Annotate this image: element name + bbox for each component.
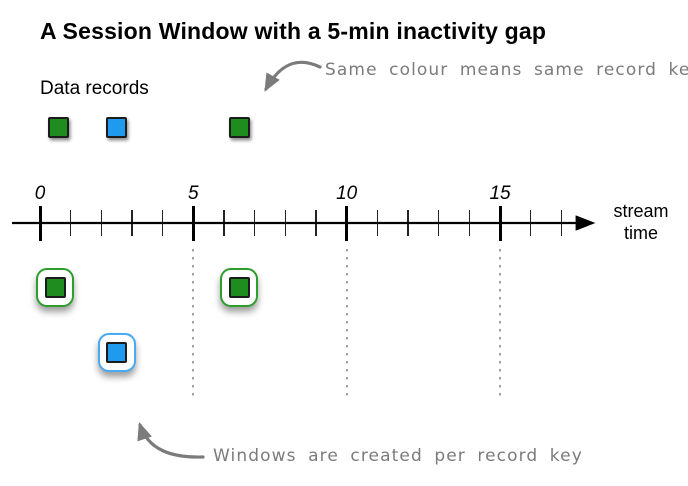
axis-minor-tick	[100, 210, 103, 236]
axis-minor-tick	[131, 210, 133, 236]
blue-record	[106, 342, 128, 363]
annotation-same-colour: Same colour means same record key	[325, 60, 688, 80]
axis-major-tick	[498, 206, 502, 241]
axis-tick-label-0: 0	[34, 183, 46, 204]
axis-minor-tick	[69, 210, 72, 236]
blue-record	[106, 117, 128, 138]
axis-caption-line2: time	[623, 222, 658, 243]
axis-minor-tick	[223, 210, 225, 236]
green-record	[228, 117, 250, 138]
axis-minor-tick	[468, 210, 471, 236]
axis-minor-tick	[376, 210, 379, 236]
axis-minor-tick	[529, 210, 532, 236]
axis-caption: stream time	[608, 201, 674, 244]
annotation-windows-per-key: Windows are created per record key	[213, 446, 583, 466]
axis-minor-tick	[407, 210, 409, 236]
axis-tick-label-15: 15	[489, 183, 511, 204]
green-session-window	[36, 268, 75, 307]
blue-session-window	[97, 333, 136, 372]
axis-minor-tick	[560, 210, 563, 236]
annotation-top-arrow	[264, 60, 322, 92]
axis-tick-label-5: 5	[188, 183, 199, 204]
axis-major-tick	[345, 206, 349, 241]
data-records-label: Data records	[40, 78, 149, 99]
dotted-gridline-5	[192, 249, 195, 397]
axis-minor-tick	[253, 210, 256, 236]
green-record	[44, 277, 66, 298]
green-record	[228, 277, 250, 298]
axis-minor-tick	[315, 210, 317, 236]
diagram-title: A Session Window with a 5-min inactivity…	[40, 18, 547, 44]
dotted-gridline-15	[499, 249, 502, 397]
axis-major-tick	[38, 206, 42, 241]
green-session-window	[220, 268, 259, 307]
dotted-gridline-10	[345, 249, 348, 397]
green-record	[47, 117, 69, 138]
axis-minor-tick	[437, 210, 440, 236]
axis-minor-tick	[161, 210, 164, 236]
axis-tick-label-10: 10	[336, 183, 358, 204]
annotation-bottom-arrow	[137, 421, 205, 459]
axis-major-tick	[191, 206, 195, 241]
axis-caption-line1: stream	[613, 201, 669, 221]
axis-minor-tick	[284, 210, 287, 236]
